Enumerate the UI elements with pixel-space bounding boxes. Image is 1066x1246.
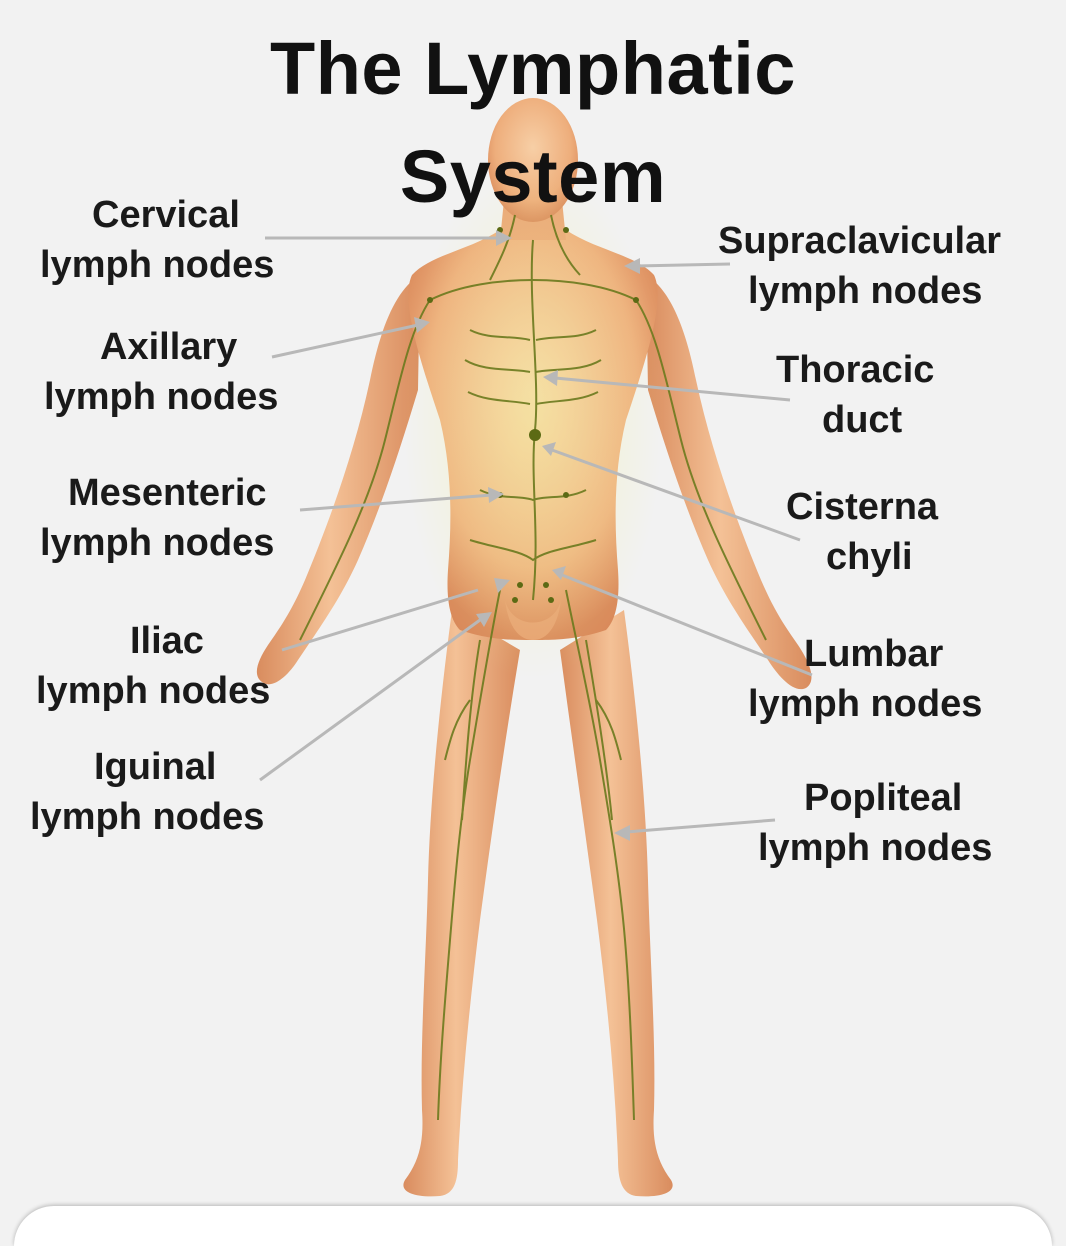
label-mesenteric-line1: Mesenteric <box>68 472 267 514</box>
node <box>548 597 554 603</box>
right-leg <box>560 610 673 1197</box>
arrow-axillary-head <box>414 317 430 333</box>
left-leg-vessel <box>437 589 501 1121</box>
arrow-iliac-head <box>494 578 510 593</box>
arrow-lumbar-head <box>552 566 566 580</box>
label-popliteal-line1: Popliteal <box>804 777 963 819</box>
arrow-axillary <box>271 323 419 359</box>
label-iliac-line2: lymph nodes <box>36 670 271 712</box>
label-thoracic-line1: Thoracic <box>776 349 935 391</box>
label-iguinal: Iguinal lymph nodes <box>30 742 264 842</box>
label-popliteal-line2: lymph nodes <box>758 827 993 869</box>
arrow-supraclavicular <box>635 262 731 268</box>
label-cervical-line1: Cervical <box>92 194 240 236</box>
label-supraclavicular-line2: lymph nodes <box>748 270 983 312</box>
label-popliteal: Popliteal lymph nodes <box>758 773 992 873</box>
label-iguinal-line1: Iguinal <box>94 746 217 788</box>
label-supraclavicular: Supraclavicular lymph nodes <box>718 216 1001 316</box>
arrow-lumbar <box>561 573 813 677</box>
lymph-vessels <box>299 214 767 1121</box>
label-lumbar-line2: lymph nodes <box>748 683 983 725</box>
label-axillary: Axillary lymph nodes <box>44 322 278 422</box>
node <box>512 597 518 603</box>
arrow-iguinal <box>259 618 481 782</box>
arrow-cisterna <box>551 448 801 542</box>
label-cervical-line2: lymph nodes <box>40 244 275 286</box>
node <box>543 582 549 588</box>
right-leg-vessel <box>565 589 635 1121</box>
arrow-mesenteric-head <box>488 487 504 503</box>
label-thoracic: Thoracic duct <box>776 345 934 445</box>
left-leg <box>403 610 520 1197</box>
arrow-iguinal-head <box>476 612 492 627</box>
body-illustration <box>256 98 813 1197</box>
arrow-cisterna-head <box>542 442 556 456</box>
label-cervical: Cervical lymph nodes <box>40 190 274 290</box>
label-axillary-line2: lymph nodes <box>44 376 279 418</box>
right-leg-vessel-2 <box>585 639 622 821</box>
bottom-sheet-edge <box>14 1206 1052 1246</box>
rib-vessels-right <box>535 329 602 405</box>
node <box>563 227 569 233</box>
cervical-vessel <box>489 214 516 281</box>
arrow-cervical-head <box>496 230 512 246</box>
cisterna-chyli-node <box>529 429 541 441</box>
label-supraclavicular-line1: Supraclavicular <box>718 220 1002 262</box>
node <box>633 297 639 303</box>
label-cisterna-line2: chyli <box>826 536 913 578</box>
arrow-popliteal <box>625 818 776 834</box>
label-axillary-line1: Axillary <box>100 326 238 368</box>
label-mesenteric: Mesenteric lymph nodes <box>40 468 274 568</box>
label-lumbar-line1: Lumbar <box>804 633 944 675</box>
label-cisterna-line1: Cisterna <box>786 486 939 528</box>
node <box>427 297 433 303</box>
lymphatic-diagram: The Lymphatic System Cervical lymph node… <box>14 27 1052 1246</box>
arrow-mesenteric <box>299 493 493 512</box>
node <box>563 492 569 498</box>
label-iguinal-line2: lymph nodes <box>30 796 265 838</box>
label-thoracic-line2: duct <box>822 399 903 441</box>
left-shoulder-vessel <box>299 279 534 641</box>
arrows <box>259 230 813 841</box>
arrow-supraclavicular-head <box>624 258 640 274</box>
lymph-glow <box>403 160 663 680</box>
right-shoulder-vessel <box>532 279 767 641</box>
arrow-popliteal-head <box>614 825 630 841</box>
arrow-thoracic <box>554 376 791 402</box>
arrow-thoracic-head <box>543 370 558 386</box>
left-arm <box>256 275 420 685</box>
arrow-iliac <box>281 588 479 652</box>
cervical-vessel-2 <box>550 214 581 276</box>
label-iliac-line1: Iliac <box>130 620 204 662</box>
label-mesenteric-line2: lymph nodes <box>40 522 275 564</box>
title-line-1: The Lymphatic <box>270 27 796 110</box>
rib-vessels-left <box>464 329 531 405</box>
label-cisterna: Cisterna chyli <box>786 482 938 582</box>
left-leg-vessel-2 <box>444 639 481 821</box>
label-lumbar: Lumbar lymph nodes <box>748 629 982 729</box>
right-arm <box>646 275 812 690</box>
node <box>517 582 523 588</box>
label-iliac: Iliac lymph nodes <box>36 616 270 716</box>
title-line-2: System <box>399 135 667 218</box>
